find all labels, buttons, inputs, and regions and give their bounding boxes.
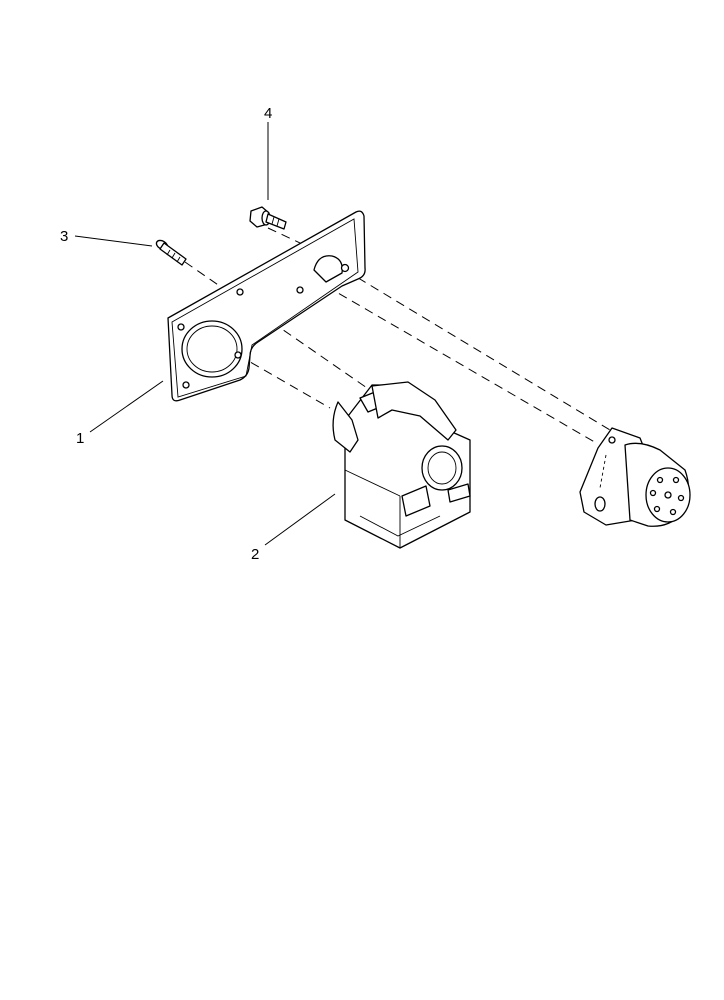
plate-to-socket-upper-line (344, 269, 611, 431)
socket-pin (649, 489, 657, 497)
round-socket (579, 427, 691, 527)
socket-mount-hole (608, 436, 616, 444)
socket-pin (656, 476, 664, 484)
leader-line-2 (264, 493, 336, 546)
socket-mount-hole (594, 496, 606, 512)
bolt-thread (271, 216, 275, 225)
callout-4: 4 (264, 105, 272, 122)
plate-hole (340, 263, 350, 273)
socket-pin (653, 505, 661, 513)
housing-port-inner (427, 451, 457, 485)
housing-top-shroud (371, 381, 457, 441)
socket-pin (672, 476, 680, 484)
socket-pin (669, 508, 677, 516)
screw-thread (171, 252, 176, 259)
callout-1: 1 (76, 430, 84, 447)
leader-line-3 (74, 235, 153, 247)
screw-thread (176, 256, 181, 263)
flange-bolt (249, 206, 287, 230)
plate-hole (296, 286, 304, 294)
bolt-thread (276, 218, 280, 227)
callout-3: 3 (60, 228, 68, 245)
housing-flange-left (332, 401, 359, 453)
plate-to-socket-lower-line (325, 285, 599, 445)
plate-hole (234, 351, 242, 359)
housing-edge (344, 469, 401, 497)
screw-thread (166, 249, 171, 256)
plate-large-hole (181, 320, 243, 378)
socket-pin (677, 494, 685, 502)
socket-housing (332, 381, 471, 549)
bolt-shank (265, 213, 287, 230)
bolt-alignment-line (267, 227, 316, 251)
screw-shank (159, 242, 187, 266)
plate-edge (171, 218, 359, 398)
socket-pin (664, 491, 672, 499)
plate-large-hole-inner (186, 325, 238, 373)
screw (155, 239, 187, 266)
housing-connector (401, 485, 431, 517)
leader-line-1 (89, 380, 164, 433)
plate-hole (236, 288, 244, 296)
plate-hole (177, 323, 185, 331)
callout-2: 2 (251, 546, 259, 563)
housing-base-detail (359, 515, 441, 537)
leader-lines (74, 122, 336, 546)
plate-hole (182, 381, 190, 389)
housing-tab (447, 483, 471, 503)
mounting-plate (167, 210, 366, 402)
